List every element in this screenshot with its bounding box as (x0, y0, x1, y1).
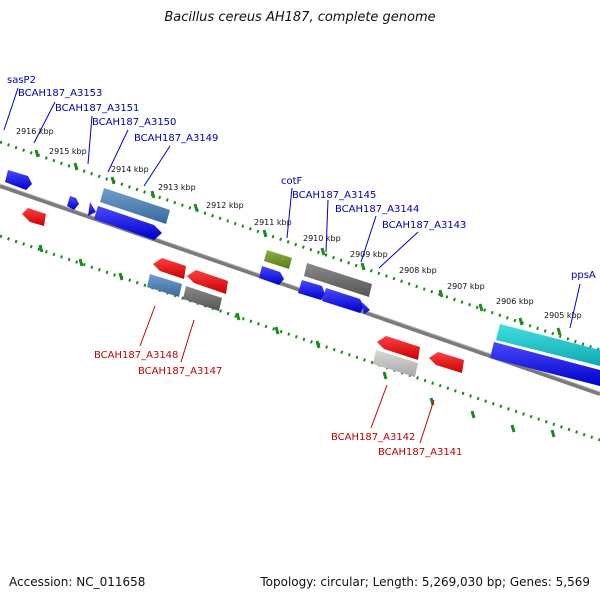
upper-major-ticks (34, 149, 562, 336)
kbp-label: 2913 kbp (158, 183, 196, 192)
gene-arrow[interactable] (94, 206, 162, 240)
gene-arrow[interactable] (298, 280, 325, 300)
kbp-label: 2906 kbp (496, 297, 534, 306)
lower-tick-ruler (0, 234, 600, 442)
gene-label-cotF[interactable]: cotF (281, 176, 303, 187)
kbp-label: 2905 kbp (544, 311, 582, 320)
gene-arrow[interactable] (5, 170, 32, 190)
gene-label-ppsA[interactable]: ppsA (571, 270, 596, 281)
gene-arrow[interactable] (187, 270, 228, 294)
gene-label-a3145[interactable]: BCAH187_A3145 (292, 190, 376, 201)
kbp-label: 2915 kbp (49, 147, 87, 156)
gene-label-a3143[interactable]: BCAH187_A3143 (382, 220, 466, 231)
upper-tick-ruler (0, 140, 600, 352)
gene-block[interactable] (490, 342, 600, 386)
gene-block[interactable] (496, 324, 600, 366)
kbp-label: 2914 kbp (111, 165, 149, 174)
map-title: Bacillus cereus AH187, complete genome (164, 10, 436, 25)
gene-arrow[interactable] (153, 258, 186, 279)
gene-label-a3150[interactable]: BCAH187_A3150 (92, 117, 176, 128)
kbp-label: 2910 kbp (303, 234, 341, 243)
gene-block[interactable] (304, 263, 372, 297)
gene-arrow[interactable] (22, 208, 46, 226)
gene-label-a3151[interactable]: BCAH187_A3151 (55, 103, 139, 114)
gene-block[interactable] (183, 286, 222, 311)
kbp-label: 2909 kbp (350, 250, 388, 259)
gene-label-a3147[interactable]: BCAH187_A3147 (138, 366, 222, 377)
kbp-label: 2916 kbp (16, 127, 54, 136)
gene-block[interactable] (100, 188, 170, 224)
gene-arrow[interactable] (67, 196, 79, 210)
upper-label-leaders (3, 87, 581, 329)
kbp-label: 2908 kbp (399, 266, 437, 275)
gene-block[interactable] (264, 250, 292, 269)
reverse-strand-genes (22, 208, 464, 377)
gene-arrow[interactable] (88, 202, 96, 216)
lower-label-leaders (139, 305, 435, 444)
gene-block[interactable] (147, 274, 182, 297)
gene-arrow[interactable] (362, 302, 370, 314)
gene-label-a3149[interactable]: BCAH187_A3149 (134, 133, 218, 144)
kbp-label: 2911 kbp (254, 218, 292, 227)
gene-arrow[interactable] (377, 336, 420, 360)
kbp-label: 2912 kbp (206, 201, 244, 210)
gene-block[interactable] (373, 350, 418, 377)
accession-label: Accession: NC_011658 (9, 575, 146, 589)
forward-strand-genes (5, 170, 600, 386)
kbp-label: 2907 kbp (447, 282, 485, 291)
gene-label-a3142[interactable]: BCAH187_A3142 (331, 432, 415, 443)
gene-label-a3153[interactable]: BCAH187_A3153 (18, 88, 102, 99)
gene-arrow[interactable] (259, 266, 284, 285)
lower-major-ticks (38, 244, 556, 438)
gene-arrow[interactable] (322, 288, 364, 313)
gene-label-a3144[interactable]: BCAH187_A3144 (335, 204, 419, 215)
gene-arrow[interactable] (429, 352, 464, 373)
gene-label-sasP2[interactable]: sasP2 (7, 75, 36, 86)
gene-label-a3141[interactable]: BCAH187_A3141 (378, 447, 462, 458)
gene-label-a3148[interactable]: BCAH187_A3148 (94, 350, 178, 361)
genome-stats: Topology: circular; Length: 5,269,030 bp… (260, 575, 590, 589)
